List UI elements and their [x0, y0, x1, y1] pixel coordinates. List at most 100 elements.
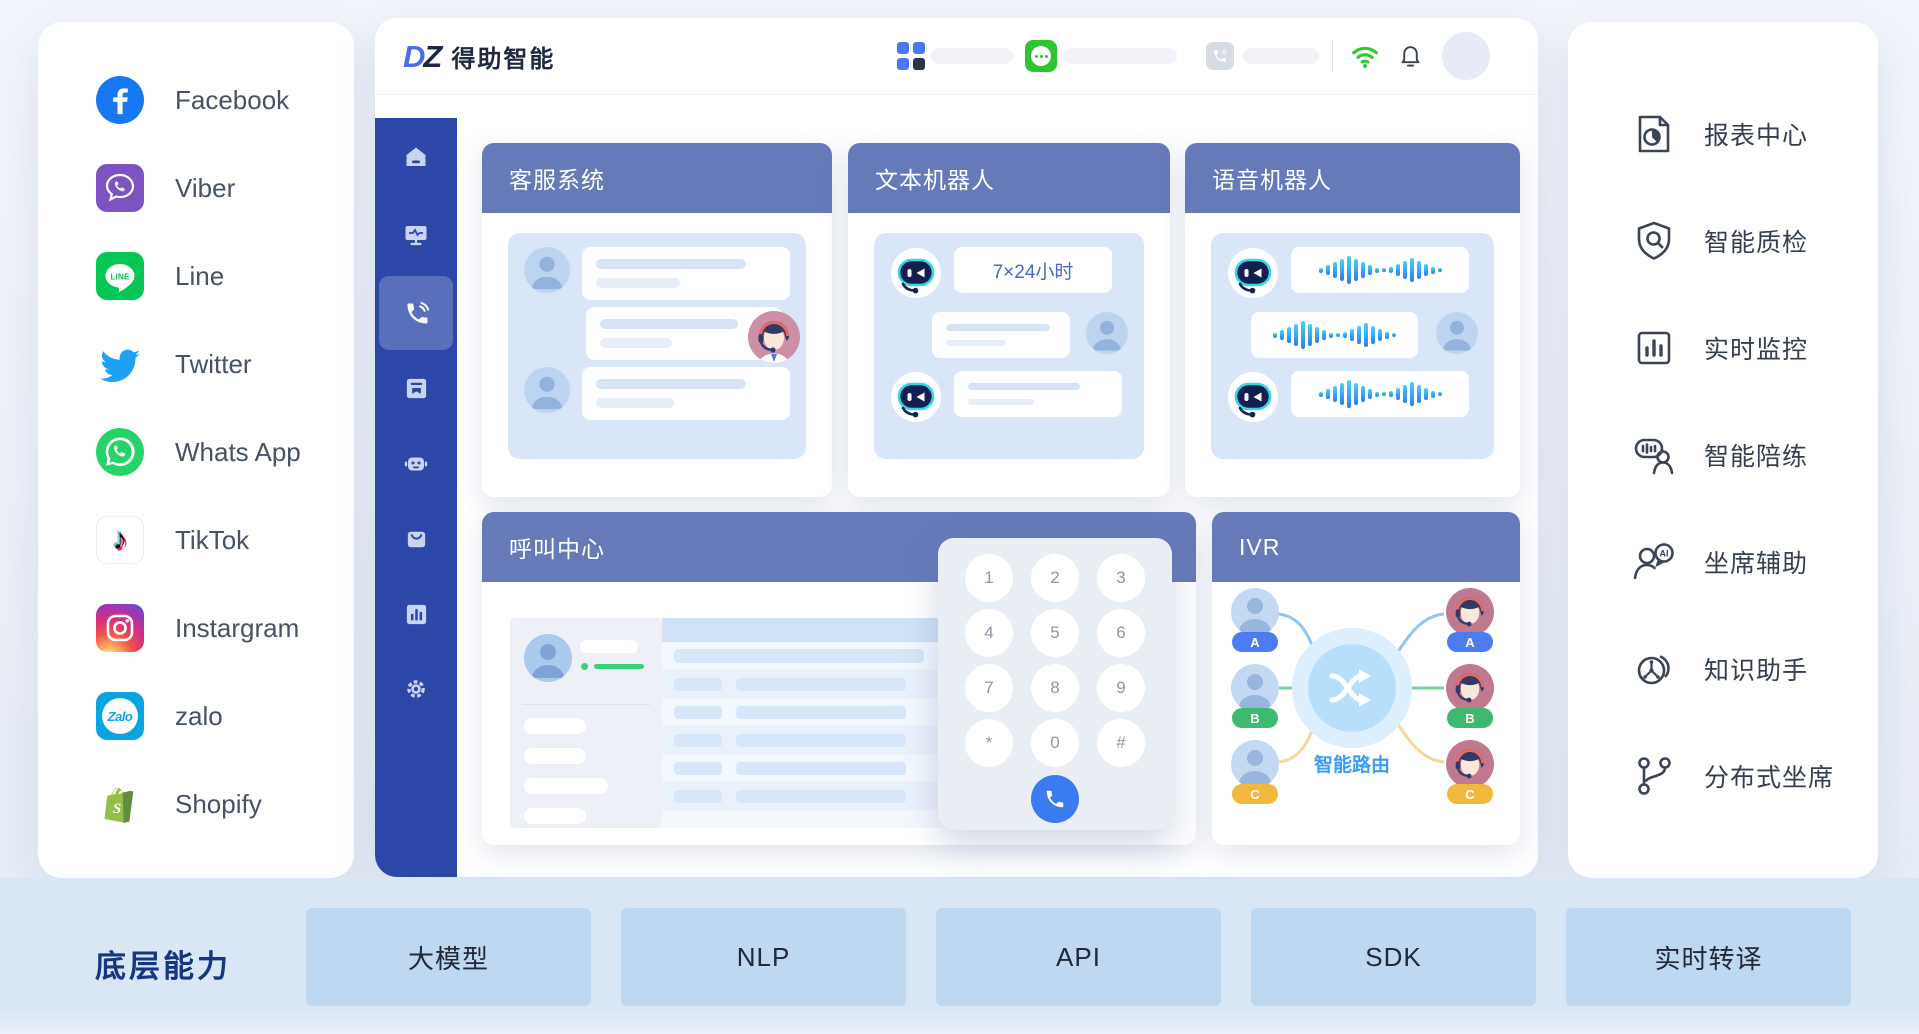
nav-home-icon[interactable]: [375, 131, 457, 183]
nav-mailbag-icon[interactable]: [375, 513, 457, 565]
nav-robot-icon[interactable]: [375, 438, 457, 490]
svg-text:LINE: LINE: [110, 272, 130, 282]
chat-channel-icon[interactable]: [1025, 40, 1057, 72]
channel-label: Twitter: [175, 348, 252, 379]
robot-avatar: [1227, 247, 1279, 299]
agent-avatar: [1446, 740, 1494, 788]
logo-name: 得助智能: [451, 46, 556, 73]
dialpad-key-6[interactable]: 6: [1097, 609, 1145, 657]
channel-label: Shopify: [175, 788, 262, 819]
dialpad-key-3[interactable]: 3: [1097, 554, 1145, 602]
channel-label: Instargram: [175, 612, 300, 643]
svg-text:AI: AI: [1660, 548, 1669, 558]
feature-distributed-agents[interactable]: 分布式坐席: [1568, 722, 1878, 829]
feature-report-center[interactable]: 报表中心: [1568, 80, 1878, 187]
channel-panel: Facebook Viber LINE Line Twitter Whats A…: [38, 22, 354, 878]
dialpad-key-0[interactable]: 0: [1031, 719, 1079, 767]
voice-bubble: [1291, 247, 1469, 293]
nav-monitor-icon[interactable]: [375, 209, 457, 261]
card-ivr-title: IVR: [1212, 512, 1520, 582]
capability-api[interactable]: API: [936, 908, 1221, 1006]
dialpad: 1 2 3 4 5 6 7 8 9 * 0 #: [938, 538, 1172, 830]
queue-pill-c: C: [1232, 784, 1278, 804]
feature-label: 坐席辅助: [1704, 549, 1809, 578]
card-text-robot: 文本机器人 7×24小时: [848, 143, 1170, 497]
capability-nlp[interactable]: NLP: [621, 908, 906, 1006]
channel-instagram[interactable]: Instargram: [38, 584, 354, 672]
chat-bubble: [582, 247, 790, 300]
menu-placeholder-bar: [1243, 48, 1319, 64]
agent-avatar: [1446, 664, 1494, 712]
agent-pill-b: B: [1447, 708, 1493, 728]
dialpad-key-5[interactable]: 5: [1031, 609, 1079, 657]
tiktok-icon: ♪: [96, 516, 144, 564]
phone-channel-icon[interactable]: [1206, 42, 1234, 70]
customer-avatar: [524, 247, 570, 293]
channel-line[interactable]: LINE Line: [38, 232, 354, 320]
channel-tiktok[interactable]: ♪ TikTok: [38, 496, 354, 584]
menu-placeholder-bar: [1063, 48, 1177, 64]
dial-call-button[interactable]: [1031, 775, 1079, 823]
nav-phone-icon[interactable]: [375, 287, 457, 339]
customer-service-chat-preview: [508, 233, 806, 459]
channel-zalo[interactable]: Zalo zalo: [38, 672, 354, 760]
dialpad-key-1[interactable]: 1: [965, 554, 1013, 602]
channel-viber[interactable]: Viber: [38, 144, 354, 232]
capability-realtime-translation[interactable]: 实时转译: [1566, 908, 1851, 1006]
logo-mark: D: [403, 38, 426, 74]
nav-ticket-icon[interactable]: [375, 362, 457, 414]
feature-realtime-monitor[interactable]: 实时监控: [1568, 294, 1878, 401]
feature-label: 智能质检: [1704, 228, 1809, 257]
channel-label: Line: [175, 260, 225, 291]
caller-avatar: [1231, 588, 1279, 636]
voice-bubble: [1291, 371, 1469, 417]
voice-waveform: [1318, 256, 1442, 284]
capability-large-model[interactable]: 大模型: [306, 908, 591, 1006]
chat-bubble: [582, 367, 790, 420]
channel-twitter[interactable]: Twitter: [38, 320, 354, 408]
card-ivr: IVR A B C A B C 智能路由: [1212, 512, 1520, 845]
card-text-robot-title: 文本机器人: [848, 143, 1170, 213]
channel-label: zalo: [175, 700, 223, 731]
queue-pill-a: A: [1232, 632, 1278, 652]
service-hours-bubble: 7×24小时: [954, 247, 1112, 293]
nav-chart-icon[interactable]: [375, 588, 457, 640]
nav-settings-gear-icon[interactable]: [375, 663, 457, 715]
dialpad-key-2[interactable]: 2: [1031, 554, 1079, 602]
feature-quality-inspection[interactable]: 智能质检: [1568, 187, 1878, 294]
dialpad-key-star[interactable]: *: [965, 719, 1013, 767]
facebook-icon: [96, 76, 144, 124]
channel-whatsapp[interactable]: Whats App: [38, 408, 354, 496]
feature-label: 知识助手: [1704, 656, 1809, 685]
feature-label: 分布式坐席: [1704, 763, 1835, 792]
channel-facebook[interactable]: Facebook: [38, 56, 354, 144]
apps-grid-icon[interactable]: [897, 42, 925, 70]
card-call-center: 呼叫中心 1 2 3: [482, 512, 1196, 845]
notification-bell-icon[interactable]: [1398, 44, 1423, 74]
dialpad-key-7[interactable]: 7: [965, 664, 1013, 712]
feature-label: 报表中心: [1704, 121, 1809, 150]
channel-shopify[interactable]: S Shopify: [38, 760, 354, 848]
wifi-icon[interactable]: [1350, 41, 1380, 76]
voice-waveform: [1273, 321, 1396, 349]
dialpad-key-8[interactable]: 8: [1031, 664, 1079, 712]
feature-ai-coach[interactable]: 智能陪练: [1568, 401, 1878, 508]
channel-label: TikTok: [175, 524, 250, 555]
dialpad-key-4[interactable]: 4: [965, 609, 1013, 657]
capability-sdk[interactable]: SDK: [1251, 908, 1536, 1006]
feature-label: 智能陪练: [1704, 442, 1809, 471]
agent-assist-icon: AI: [1632, 540, 1676, 584]
chat-bubble: [932, 312, 1070, 358]
report-center-icon: [1632, 112, 1676, 156]
smart-routing-label: 智能路由: [1313, 755, 1390, 776]
feature-agent-assist[interactable]: AI 坐席辅助: [1568, 508, 1878, 615]
feature-knowledge-assistant[interactable]: 知识助手: [1568, 615, 1878, 722]
dialpad-key-hash[interactable]: #: [1097, 719, 1145, 767]
dialpad-key-9[interactable]: 9: [1097, 664, 1145, 712]
user-avatar[interactable]: [1442, 32, 1490, 80]
card-voice-robot-title: 语音机器人: [1185, 143, 1520, 213]
instagram-icon: [96, 604, 144, 652]
shuffle-icon: [1329, 669, 1371, 707]
caller-avatar: [1231, 740, 1279, 788]
